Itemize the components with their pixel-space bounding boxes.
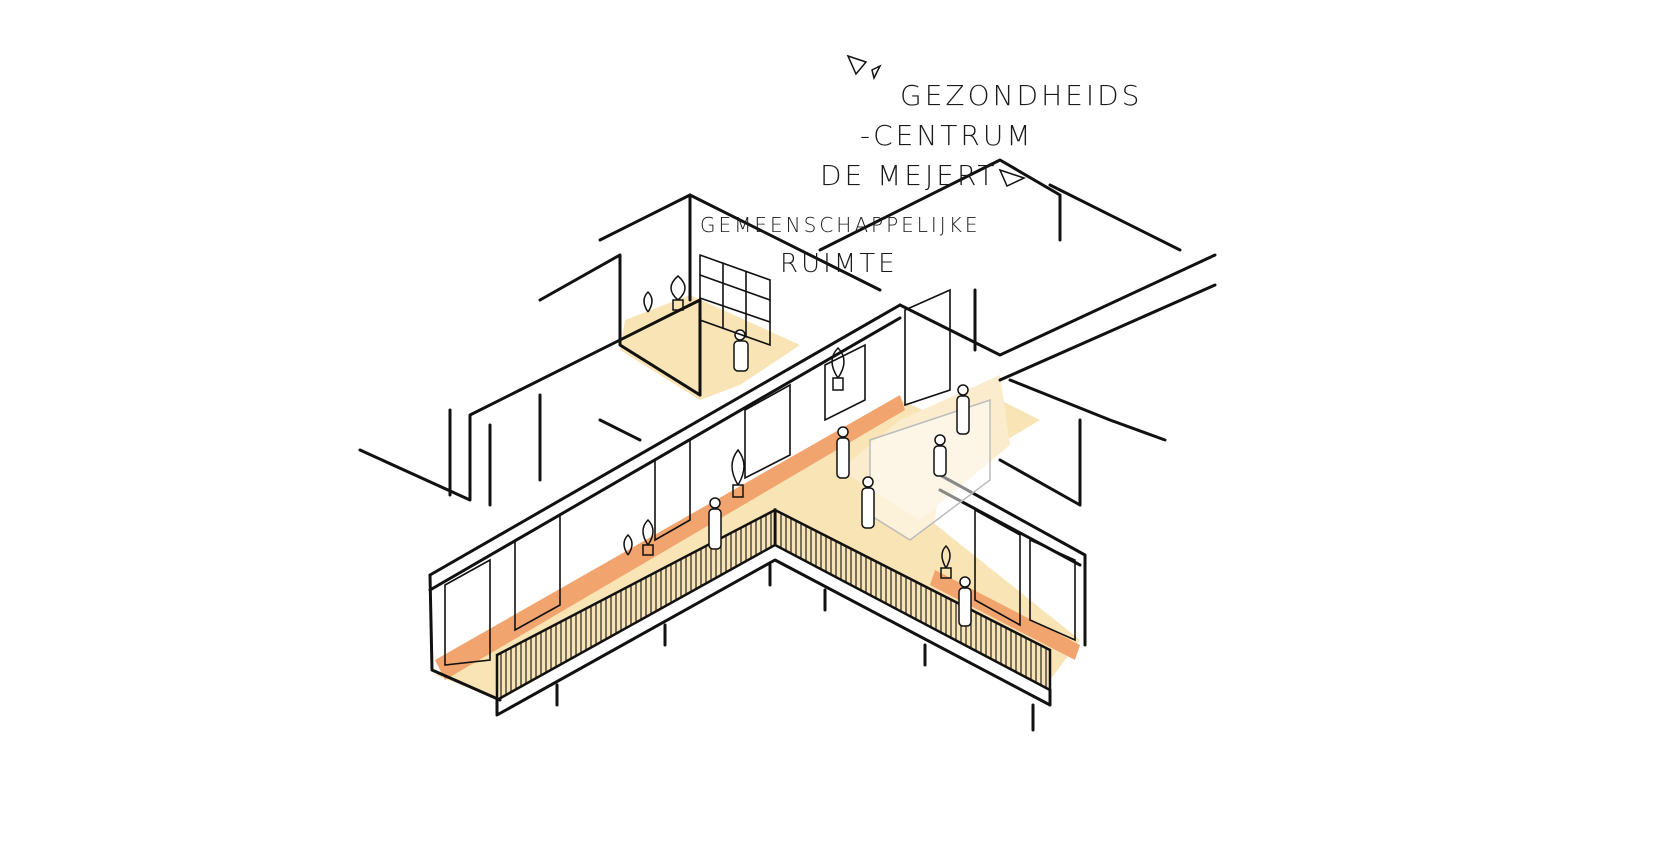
health-centre-line1: GEZONDHEIDS: [900, 79, 1142, 112]
triangle-mark-icon: [871, 64, 882, 81]
community-line1: GEMEENSCHAPPELIJKE: [700, 213, 980, 237]
label-health-centre: GEZONDHEIDS -CENTRUM DE MEJERT: [820, 54, 1142, 192]
health-centre-line3: DE MEJERT: [820, 159, 997, 192]
plant-icon: [831, 346, 845, 391]
plant-icon: [670, 275, 686, 311]
balcony: [495, 507, 1052, 732]
person-icon: [836, 426, 850, 479]
triangle-mark-icon: [846, 54, 868, 76]
doors-and-windows: [444, 288, 1076, 666]
person-icon: [956, 384, 970, 435]
community-line2: RUIMTE: [780, 249, 898, 279]
health-centre-line2: -CENTRUM: [860, 119, 1034, 152]
label-community-room: GEMEENSCHAPPELIJKE RUIMTE: [700, 213, 980, 279]
plants: [623, 275, 952, 579]
walls: [358, 158, 1217, 702]
person-icon: [933, 434, 947, 477]
plant-icon: [940, 544, 952, 579]
support-columns: [555, 563, 1035, 732]
people: [708, 329, 972, 627]
plant-icon: [731, 448, 745, 498]
plant-icon: [623, 533, 633, 556]
plant-icon: [642, 518, 654, 556]
person-icon: [958, 576, 972, 627]
bookshelves: [699, 254, 771, 347]
plant-icon: [643, 290, 653, 313]
person-icon: [708, 497, 722, 550]
person-icon: [861, 476, 875, 529]
triangle-mark-icon: [998, 168, 1027, 188]
